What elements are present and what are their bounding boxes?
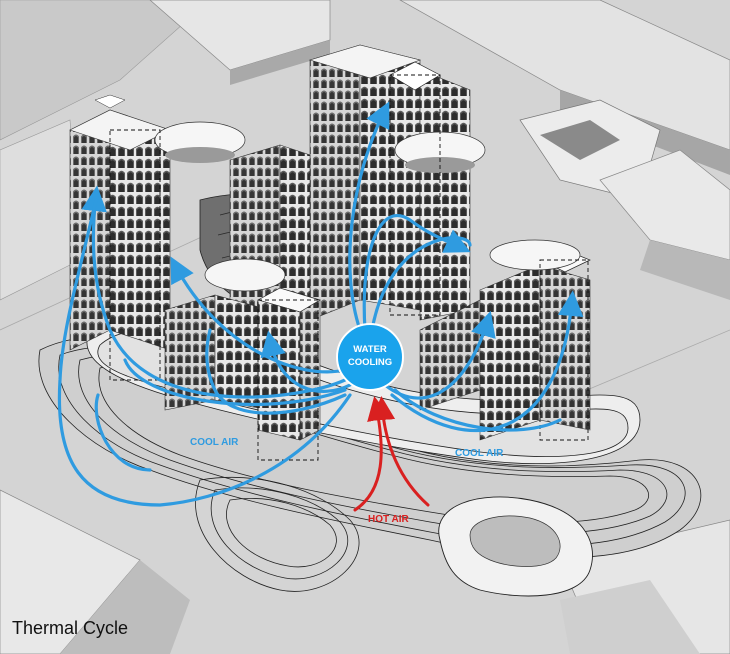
water-cooling-node: WATER COOLING (336, 323, 404, 391)
terrace-island (438, 496, 593, 597)
cool-air-arrow (57, 198, 352, 507)
cool-air-arrow (205, 328, 347, 415)
cool-air-arrow (348, 101, 390, 332)
cool-air-arrow (260, 330, 352, 393)
diagram-caption: Thermal Cycle (12, 618, 129, 638)
cool-air-arrow (390, 290, 584, 433)
water-cooling-label-line2: COOLING (348, 357, 392, 368)
cool-air-arrow (170, 256, 347, 374)
water-cooling-label-line1: WATER (353, 344, 387, 355)
cool-air-arrow (94, 358, 347, 472)
hot-air-flows (353, 396, 430, 512)
cool-air-arrow (393, 388, 562, 432)
hot-air-arrow (371, 396, 430, 507)
cool-air-label-left: COOL AIR (190, 437, 239, 448)
tower-back (308, 44, 486, 321)
cool-air-label-right: COOL AIR (455, 448, 504, 459)
cool-air-flows (57, 101, 584, 507)
hot-air-label: HOT AIR (368, 514, 410, 525)
cool-air-arrow (81, 185, 347, 399)
cool-air-arrow (370, 236, 472, 332)
